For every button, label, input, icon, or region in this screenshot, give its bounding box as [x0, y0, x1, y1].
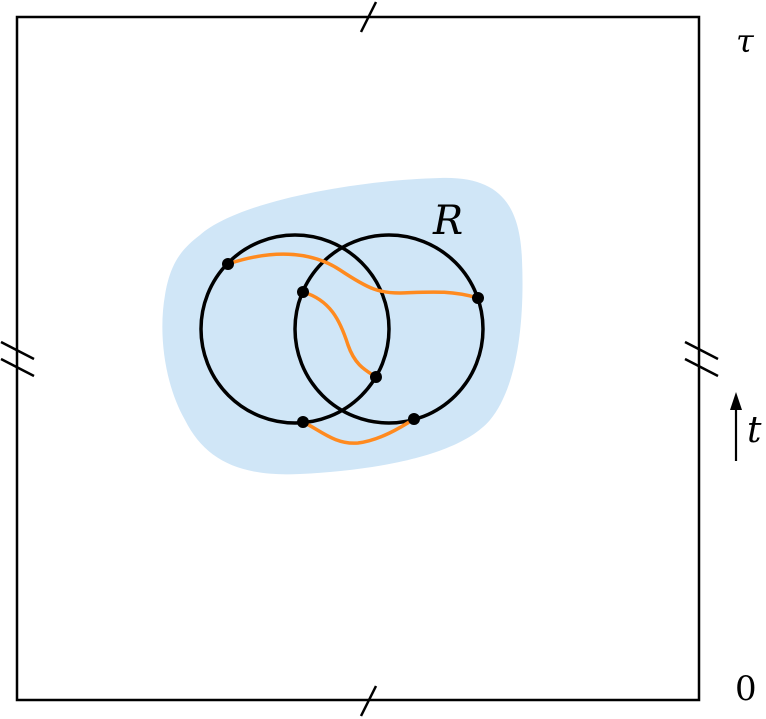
right-tick-1 — [684, 340, 719, 361]
left-tick-1 — [0, 340, 35, 361]
bottom-tick — [359, 685, 378, 717]
orange-path-top — [227, 252, 479, 300]
point — [408, 413, 420, 425]
orange-path-middle — [302, 290, 377, 379]
right-circle — [293, 233, 485, 425]
time-arrow-head-icon — [730, 392, 742, 410]
tau-label: τ — [736, 22, 755, 60]
orange-path-bottom — [302, 417, 415, 445]
left-tick-2 — [0, 357, 35, 378]
point — [297, 286, 309, 298]
left-circle — [199, 233, 391, 425]
point — [222, 258, 234, 270]
point — [370, 371, 382, 383]
point — [472, 292, 484, 304]
right-tick-2 — [684, 357, 719, 378]
time-label: t — [747, 410, 762, 451]
region-label: R — [432, 198, 463, 244]
top-tick — [359, 1, 378, 33]
zero-label: 0 — [735, 669, 757, 709]
frame-box — [15, 15, 701, 702]
point — [297, 416, 309, 428]
